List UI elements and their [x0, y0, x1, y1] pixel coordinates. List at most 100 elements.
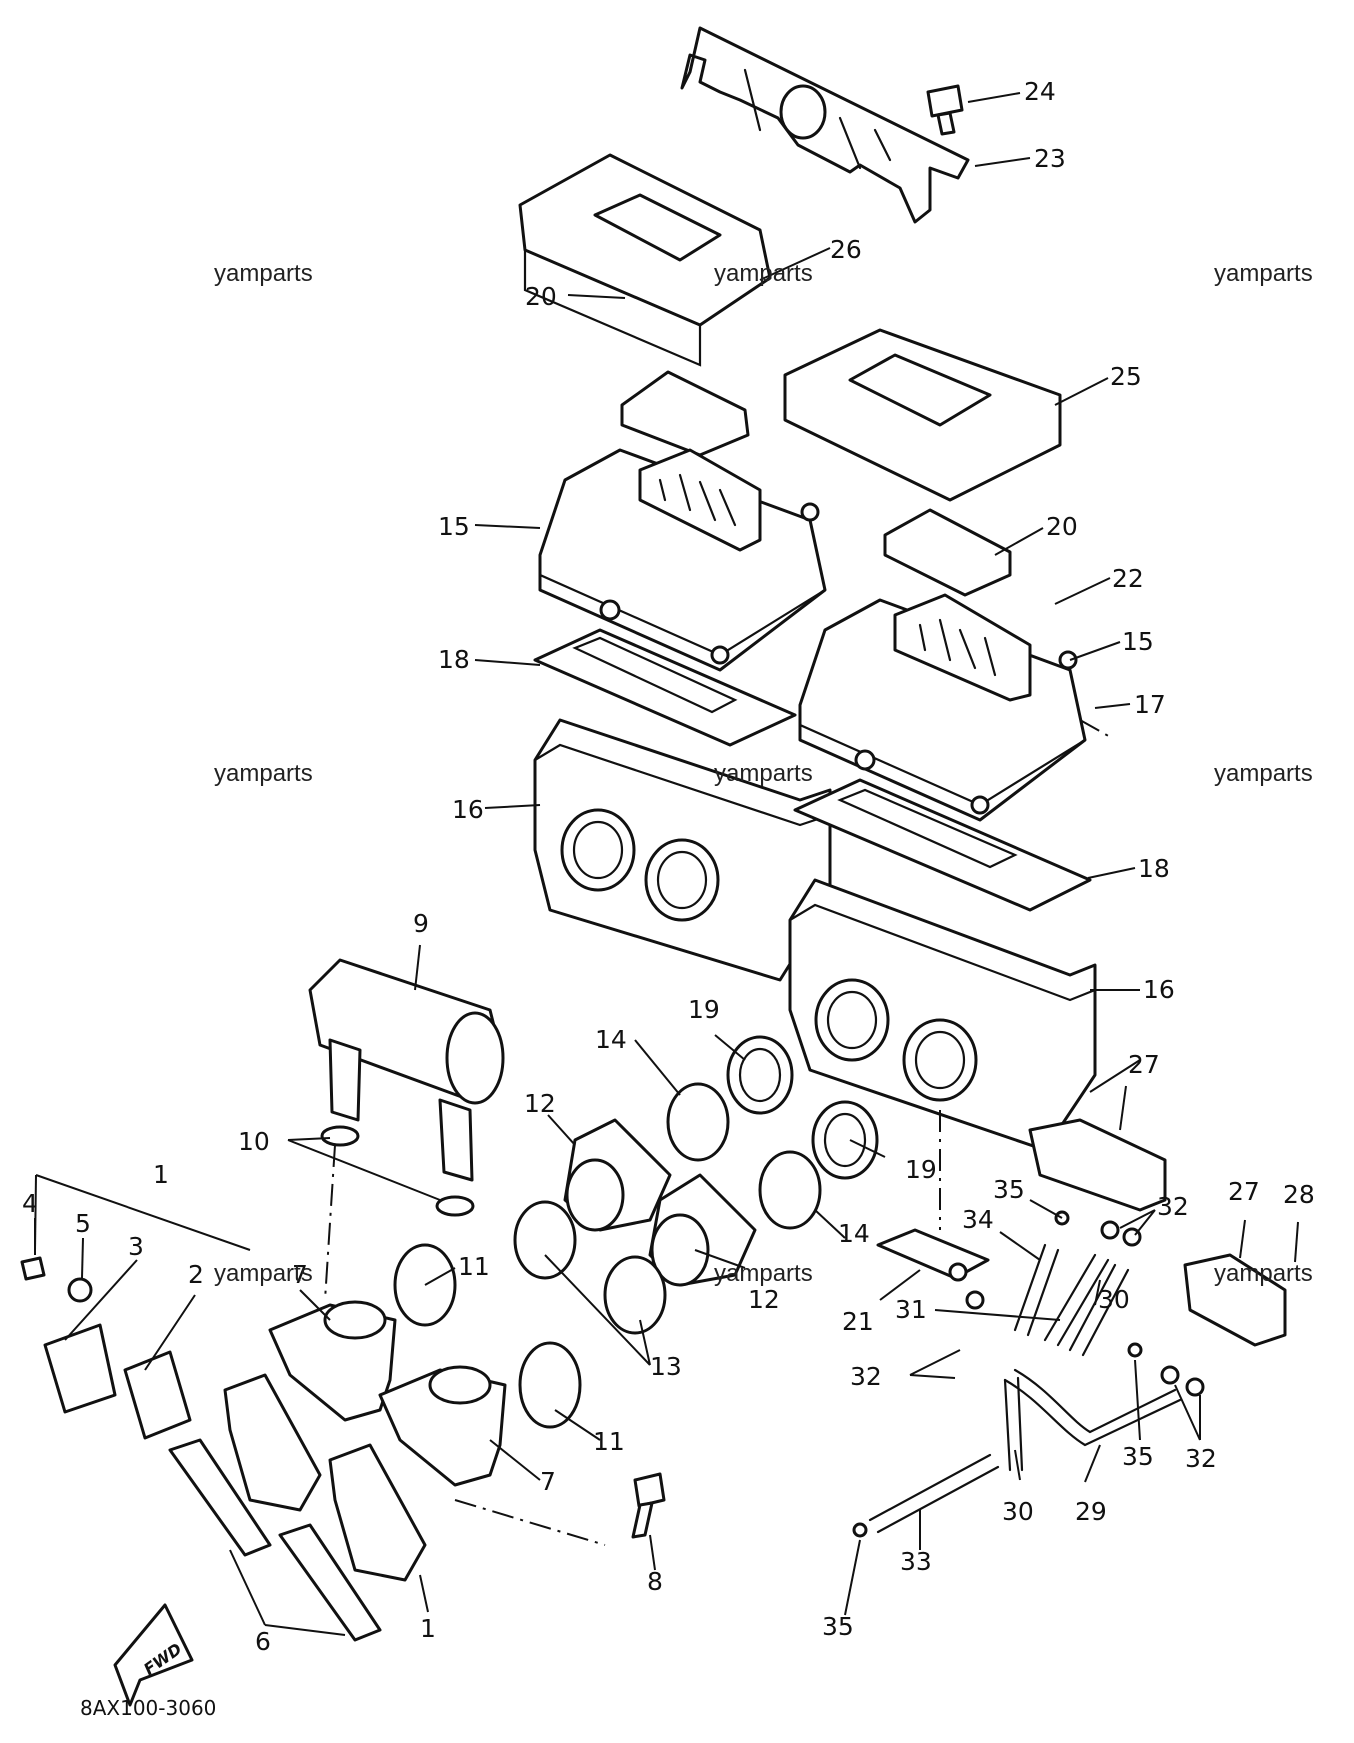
callout-18: 18	[438, 645, 470, 674]
callout-5: 5	[75, 1209, 91, 1238]
callout-24: 24	[1024, 77, 1056, 106]
gasket-part-18-right	[793, 778, 1092, 912]
callout-35c: 35	[822, 1612, 854, 1641]
bolt-part-8	[631, 1472, 666, 1539]
clip-part-32-set	[948, 1220, 1205, 1397]
callout-3: 3	[128, 1232, 144, 1261]
callout-16b: 16	[1143, 975, 1175, 1004]
callout-25: 25	[1110, 362, 1142, 391]
watermark-8: yamparts	[714, 1260, 813, 1287]
watermark-7: yamparts	[214, 1260, 313, 1287]
bracket-part-23	[680, 26, 970, 224]
callout-1: 1	[153, 1160, 169, 1189]
callout-32b: 32	[850, 1362, 882, 1391]
callout-30: 30	[1098, 1285, 1130, 1314]
watermarks: yamparts yamparts yamparts yamparts yamp…	[214, 260, 1313, 1287]
callout-9: 9	[413, 909, 429, 938]
callout-11: 11	[458, 1252, 490, 1281]
airbox-cover-part-15-left	[538, 448, 827, 672]
silencer-part-9	[308, 958, 505, 1182]
watermark-2: yamparts	[714, 260, 813, 287]
callout-23: 23	[1034, 144, 1066, 173]
alignment-lines	[34, 719, 1113, 1546]
diagram-code: 8AX100-3060	[80, 1696, 216, 1720]
watermark-1: yamparts	[214, 260, 313, 287]
callout-32c: 32	[1185, 1444, 1217, 1473]
clamp-part-14-b	[758, 1150, 822, 1230]
watermark-6: yamparts	[1214, 760, 1313, 787]
callout-35b: 35	[1122, 1442, 1154, 1471]
callout-6: 6	[255, 1627, 271, 1656]
nut-part-5	[67, 1277, 93, 1303]
callout-20b: 20	[1046, 512, 1078, 541]
callout-28: 28	[1283, 1180, 1315, 1209]
gasket-part-6-b	[278, 1523, 382, 1642]
callout-18b: 18	[1138, 854, 1170, 883]
callout-4: 4	[22, 1189, 38, 1218]
watermark-9: yamparts	[1214, 1260, 1313, 1287]
callout-10: 10	[238, 1127, 270, 1156]
intake-joint-part-12-lower	[648, 1173, 757, 1287]
reed-valve-part-1-lower	[328, 1443, 427, 1582]
gasket-part-18-left	[533, 628, 797, 747]
callout-labels: 24 23 26 20 25 15 20 22 15 17 18 16 18 1…	[22, 77, 1315, 1656]
callout-7: 7	[292, 1260, 308, 1289]
hose-part-31	[1043, 1253, 1110, 1347]
fuel-pump-part-27-upper	[1028, 1118, 1167, 1212]
callout-17: 17	[1134, 690, 1166, 719]
callout-13: 13	[650, 1352, 682, 1381]
pad-part-21	[876, 1228, 990, 1280]
callout-12: 12	[524, 1089, 556, 1118]
callout-19: 19	[688, 995, 720, 1024]
fwd-arrow	[113, 1603, 194, 1707]
callout-19b: 19	[905, 1155, 937, 1184]
callout-30b: 30	[1002, 1497, 1034, 1526]
callout-7b: 7	[540, 1467, 556, 1496]
callout-15: 15	[438, 512, 470, 541]
airbox-case-part-16-right	[788, 878, 1097, 1152]
reed-valve-part-1-upper	[223, 1373, 322, 1512]
ring-part-19-b	[811, 1100, 879, 1180]
callout-27: 27	[1128, 1050, 1160, 1079]
callout-12b: 12	[748, 1285, 780, 1314]
callout-35: 35	[993, 1175, 1025, 1204]
gasket-part-6-a	[168, 1438, 272, 1557]
filter-element-part-26	[518, 153, 772, 367]
clamp-part-14-a	[666, 1082, 730, 1162]
fuel-pump-part-27-lower	[1183, 1253, 1287, 1347]
callout-27b: 27	[1228, 1177, 1260, 1206]
callout-8: 8	[647, 1567, 663, 1596]
callout-22: 22	[1112, 564, 1144, 593]
airbox-cover-part-15-right	[798, 593, 1087, 822]
callout-11b: 11	[593, 1427, 625, 1456]
pad-part-20a	[620, 370, 750, 457]
callout-14: 14	[595, 1025, 627, 1054]
callout-33: 33	[900, 1547, 932, 1576]
carb-joint-part-7-upper	[268, 1300, 397, 1422]
airbox-case-part-16-left	[533, 718, 832, 982]
watermark-5: yamparts	[714, 760, 813, 787]
intake-joint-part-12-upper	[563, 1118, 672, 1232]
hose-part-33	[868, 1453, 1000, 1534]
callout-2: 2	[188, 1260, 204, 1289]
callout-32: 32	[1157, 1192, 1189, 1221]
callout-21: 21	[842, 1307, 874, 1336]
clip-part-10	[320, 1125, 475, 1217]
carb-joint-part-7-lower	[378, 1365, 507, 1487]
reed-plate-part-2	[123, 1350, 192, 1440]
filter-element-part-25	[783, 328, 1062, 502]
callout-26: 26	[830, 235, 862, 264]
clamp-part-13-b	[603, 1255, 667, 1335]
leader-lines	[34, 92, 1299, 1636]
callout-15b: 15	[1122, 627, 1154, 656]
bolt-part-4	[20, 1256, 46, 1281]
hose-part-30-lower	[1003, 1376, 1024, 1472]
callout-20: 20	[525, 282, 557, 311]
callout-14b: 14	[838, 1219, 870, 1248]
callout-31: 31	[895, 1295, 927, 1324]
clamp-part-13-a	[513, 1200, 577, 1280]
clamp-part-11-b	[518, 1341, 582, 1429]
clip-part-35-set	[852, 1210, 1143, 1538]
hose-part-29	[1003, 1368, 1182, 1447]
